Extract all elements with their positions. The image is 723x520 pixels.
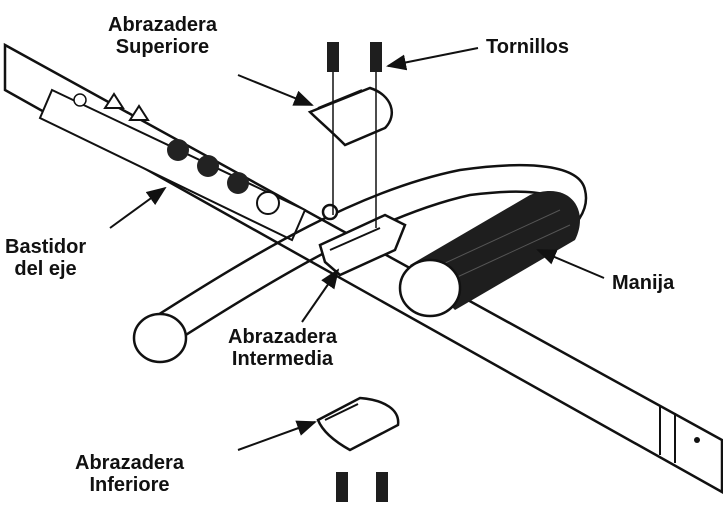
handle-end-cap — [132, 312, 188, 364]
arrow-shaft-housing — [109, 186, 167, 229]
label-bottom-clamp: Abrazadera Inferiore — [75, 452, 184, 496]
warning-label-strip — [38, 88, 307, 242]
top-screws — [327, 42, 382, 228]
handle-grip — [398, 191, 580, 318]
arrow-handle — [536, 249, 605, 279]
arrow-screws — [386, 47, 479, 71]
leader-arrows — [109, 47, 605, 451]
label-middle-clamp-line2: Intermedia — [231, 348, 334, 370]
label-shaft-housing: Bastidor del eje — [5, 236, 86, 280]
label-screws: Tornillos — [486, 36, 569, 58]
label-shaft-housing-line1: Bastidor — [5, 236, 87, 258]
bottom-screws — [336, 472, 388, 502]
safety-symbol-icon — [197, 155, 219, 177]
warning-triangle-icon — [128, 104, 150, 121]
safety-symbol-icon — [256, 191, 280, 215]
label-top-clamp: Abrazadera Superiore — [108, 14, 217, 58]
label-bottom-clamp-line1: Abrazadera — [75, 452, 184, 474]
middle-clamp-part — [318, 203, 407, 277]
bottom-clamp-part — [316, 396, 400, 452]
top-clamp-part — [307, 86, 394, 147]
label-bottom-clamp-line2: Inferiore — [89, 474, 170, 496]
warning-symbol-icon — [73, 93, 87, 107]
arrow-middle-clamp — [301, 268, 340, 323]
safety-symbol-icon — [227, 172, 249, 194]
label-handle: Manija — [612, 272, 675, 294]
label-top-clamp-line1: Abrazadera — [108, 14, 217, 36]
label-shaft-housing-line2: del eje — [14, 258, 77, 280]
arrow-top-clamp — [237, 74, 314, 106]
label-top-clamp-line2: Superiore — [115, 36, 210, 58]
label-middle-clamp-line1: Abrazadera — [228, 326, 337, 348]
arrow-bottom-clamp — [237, 420, 317, 451]
safety-symbol-icon — [167, 139, 189, 161]
label-middle-clamp: Abrazadera Intermedia — [228, 326, 337, 370]
warning-triangle-icon — [103, 92, 125, 109]
